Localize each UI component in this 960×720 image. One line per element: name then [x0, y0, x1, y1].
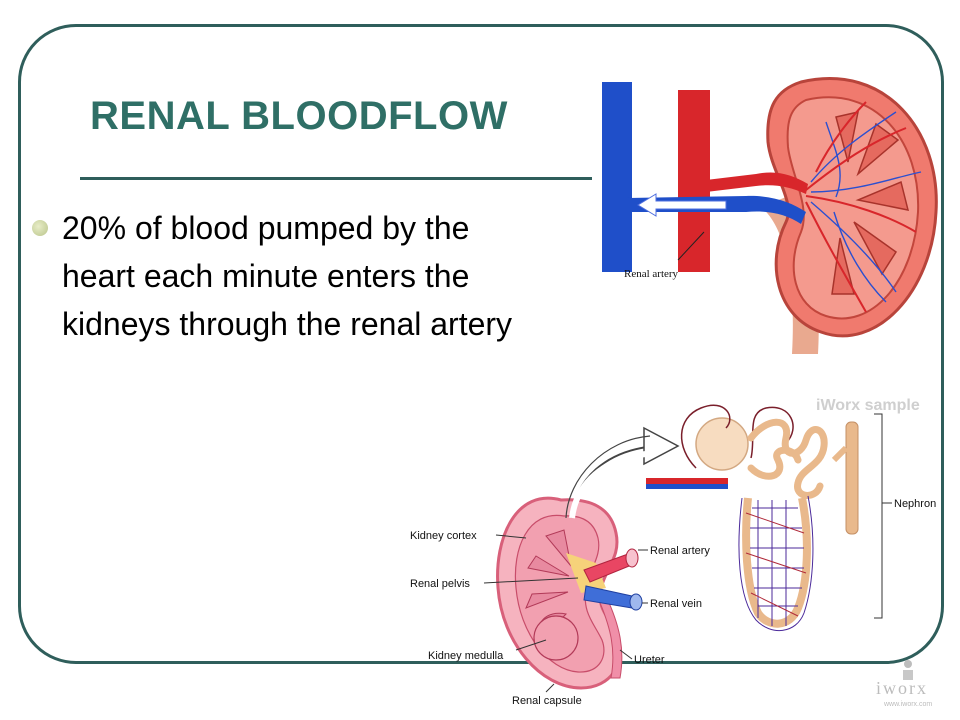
renal-artery-label: Renal artery — [624, 268, 679, 280]
title-underline — [80, 177, 592, 180]
ureter-label: Ureter — [634, 654, 665, 666]
nephron-diagram: iWorx sample — [410, 397, 936, 708]
nephron-bracket — [874, 413, 883, 619]
slide-title: RENAL BLOODFLOW — [90, 94, 508, 138]
aorta — [678, 90, 710, 272]
bullet-dot-icon — [32, 220, 48, 236]
renal-pelvis-label: Renal pelvis — [410, 578, 470, 590]
watermark-text: iWorx sample — [816, 397, 920, 414]
iworx-logo: iworx www.iworx.com — [876, 660, 932, 708]
logo-url: www.iworx.com — [883, 701, 932, 708]
kidney-medulla-label: Kidney medulla — [428, 650, 504, 662]
kidney-illustration: Renal artery — [602, 77, 938, 354]
slide-frame — [18, 24, 944, 664]
renal-artery-label-2: Renal artery — [650, 545, 710, 557]
nephron-label: Nephron — [894, 498, 936, 510]
curved-arrow-icon — [643, 426, 680, 466]
collecting-duct — [845, 421, 859, 535]
logo-wordmark: iworx — [876, 678, 928, 698]
renal-artery-shape — [706, 172, 808, 194]
ureter-tube — [597, 595, 623, 679]
kidney-cortex-label: Kidney cortex — [410, 530, 477, 542]
vena-cava — [602, 82, 632, 272]
bullet-text: 20% of blood pumped by the heart each mi… — [62, 210, 513, 342]
renal-capsule-label: Renal capsule — [512, 695, 582, 707]
left-arrow-icon — [637, 193, 727, 217]
glomerulus — [695, 417, 749, 471]
loop-of-henle — [742, 497, 811, 628]
leader-line — [677, 231, 705, 261]
renal-vein-label: Renal vein — [650, 598, 702, 610]
